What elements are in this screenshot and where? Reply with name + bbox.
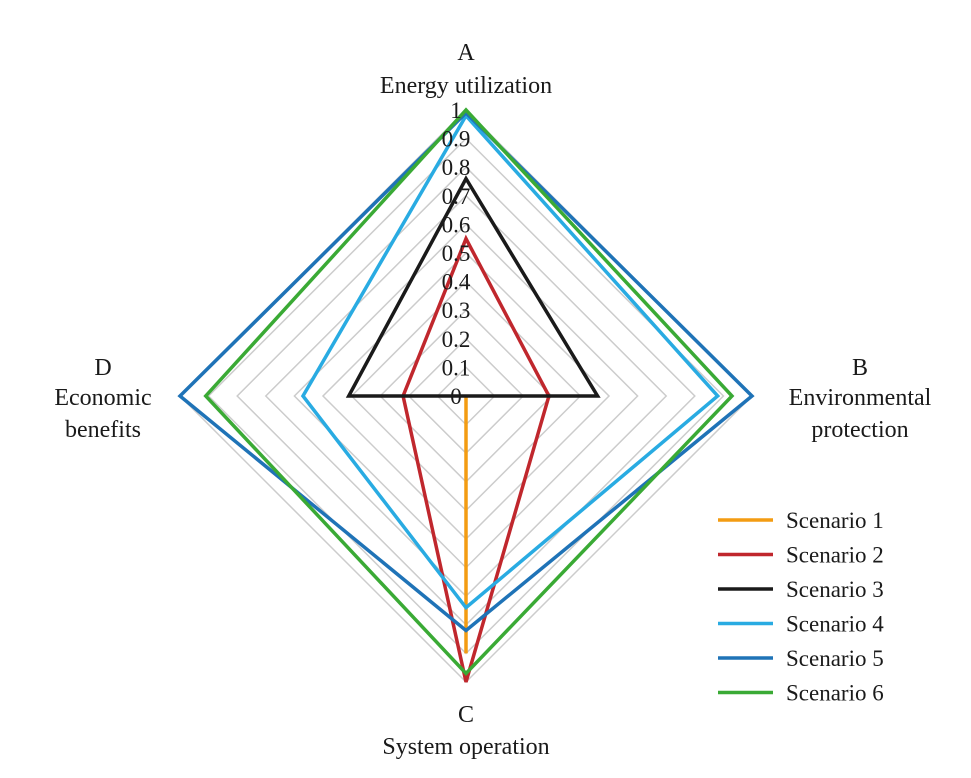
legend-label: Scenario 1 — [786, 508, 884, 533]
axis-letter: C — [458, 702, 474, 728]
legend-item-3: Scenario 3 — [718, 577, 884, 602]
legend-label: Scenario 6 — [786, 681, 884, 706]
legend-item-2: Scenario 2 — [718, 543, 884, 568]
legend-item-6: Scenario 6 — [718, 681, 884, 706]
legend-label: Scenario 2 — [786, 543, 884, 568]
tick-label: 0.1 — [442, 355, 471, 380]
tick-label: 0.7 — [442, 184, 471, 209]
axis-name: System operation — [382, 734, 549, 760]
axis-name: Environmental — [789, 385, 932, 411]
tick-label: 1 — [450, 98, 462, 123]
tick-label: 0.4 — [442, 270, 471, 295]
series-line-6 — [203, 107, 735, 676]
axis-letter: D — [94, 355, 111, 381]
tick-label: 0.9 — [442, 127, 471, 152]
tick-label: 0 — [450, 384, 462, 409]
axis-label-d: D Economic benefits — [54, 355, 151, 443]
series-line-2 — [401, 234, 551, 683]
legend-label: Scenario 5 — [786, 646, 884, 671]
tick-label: 0.5 — [442, 241, 471, 266]
series-line-3 — [345, 175, 601, 398]
tick-layer: 0 0.1 0.2 0.3 0.4 0.5 0.6 0.7 0.8 0.9 1 — [442, 98, 471, 409]
axis-label-a: A Energy utilization — [380, 40, 552, 99]
legend-label: Scenario 4 — [786, 612, 884, 637]
legend-item-1: Scenario 1 — [718, 508, 884, 533]
axis-label-c: C System operation — [382, 702, 549, 760]
tick-label: 0.8 — [442, 155, 471, 180]
legend-label: Scenario 3 — [786, 577, 884, 602]
axis-letter: B — [852, 355, 868, 381]
legend: Scenario 1 Scenario 2 Scenario 3 Scenario 4… — [718, 508, 884, 706]
axis-name: Energy utilization — [380, 73, 552, 99]
axis-name: benefits — [65, 417, 141, 443]
tick-label: 0.2 — [442, 327, 471, 352]
series-layer — [177, 107, 755, 683]
series-line-4 — [300, 112, 721, 611]
series-line-5 — [177, 110, 755, 633]
axis-name: protection — [811, 417, 908, 443]
legend-item-4: Scenario 4 — [718, 612, 884, 637]
axis-name: Economic — [54, 385, 151, 411]
legend-item-5: Scenario 5 — [718, 646, 884, 671]
tick-label: 0.3 — [442, 298, 471, 323]
tick-label: 0.6 — [442, 212, 471, 237]
axis-label-b: B Environmental protection — [789, 355, 932, 443]
axis-letter: A — [457, 40, 475, 66]
